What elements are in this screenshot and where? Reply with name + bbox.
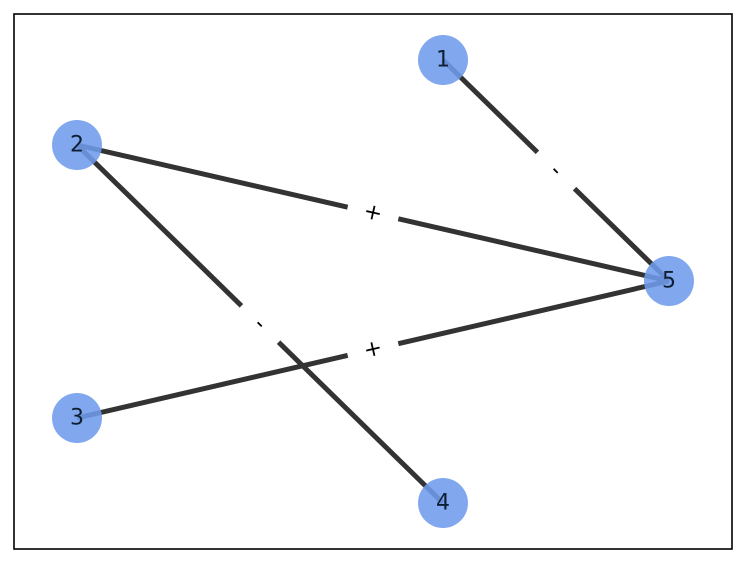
node-label: 1	[436, 48, 450, 73]
node-circle	[52, 393, 102, 443]
edge-sign-label: +	[361, 199, 385, 227]
node-3: 3	[52, 393, 102, 443]
node-label: 2	[70, 133, 84, 158]
edge-label-1-5: -	[529, 143, 583, 198]
node-circle	[52, 120, 102, 170]
edge-label-background	[529, 143, 583, 198]
node-2: 2	[52, 120, 102, 170]
edge-label-background	[344, 331, 402, 368]
node-circle	[418, 35, 468, 85]
node-4: 4	[418, 478, 468, 528]
edge-label-2-4: -	[233, 297, 287, 351]
edge-label-background	[344, 195, 402, 231]
nodes-layer: 1 2 3 4 5	[52, 35, 694, 528]
node-label: 5	[662, 269, 676, 294]
edge-label-2-5: +	[344, 195, 402, 231]
plot-frame	[13, 13, 733, 550]
node-label: 4	[436, 491, 450, 516]
edge-labels-layer: - + + -	[233, 143, 583, 368]
node-circle	[644, 256, 694, 306]
node-circle	[418, 478, 468, 528]
edge-label-3-5: +	[344, 331, 402, 368]
edge-sign-label: +	[361, 335, 385, 364]
node-5: 5	[644, 256, 694, 306]
node-1: 1	[418, 35, 468, 85]
node-label: 3	[70, 406, 84, 431]
edge-label-background	[233, 297, 287, 351]
